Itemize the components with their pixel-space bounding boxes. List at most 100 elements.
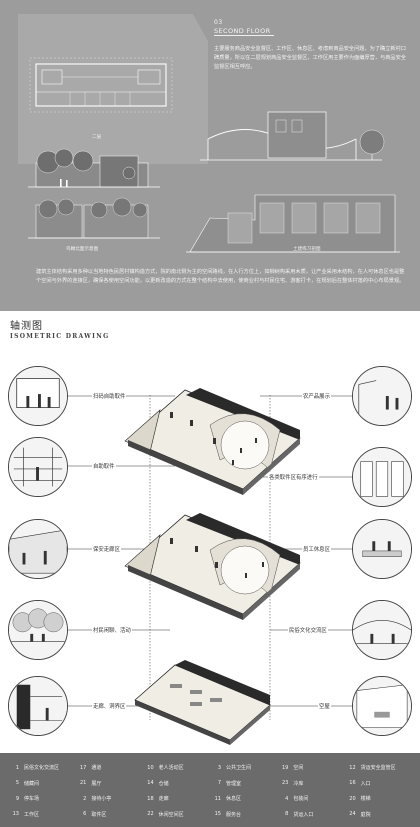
tag-produce-display: 农产品展示 [302,392,331,400]
iso-subtitle: ISOMETRIC DRAWING [10,333,110,340]
iso-title: 轴测图 [10,321,43,332]
legend-item-number: 10 [147,764,154,771]
front-elevation [28,148,160,188]
section-label: 土建练习剖面 [293,247,321,252]
floor-description: 主要服务商品安全监督区、工作区、休息区、考虑到商品安全问题，为了确立新村口碑质量… [214,46,406,70]
panel-highlight [18,14,208,164]
legend-item-label: 休闲空间区 [158,811,184,818]
second-floor-plan [29,57,173,113]
legend-item-number: 6 [83,811,87,818]
legend-item-label: 接待小亭 [91,796,112,803]
architectural-drawings [28,57,400,253]
front-elevation-label: 鸟瞰北面示意图 [66,247,99,252]
tag-scan-pickup: 扫码自助取件 [92,392,127,400]
tag-villager-chat: 村民闲聊、活动 [92,626,132,634]
legend-item: 21 展厅 [75,777,142,791]
legend-item-number: 15 [214,811,221,818]
legend-item-label: 停车场 [24,796,40,803]
legend-item: 15 服务台 [210,808,277,822]
legend-item-label: 包装间 [293,796,309,803]
legend-item-number: 3 [217,764,221,771]
legend-item-label: 民俗文化交流区 [24,765,60,772]
legend-item: 23 冷库 [277,777,344,791]
tag-ordered-pickup: 各类取件区有序进行 [268,473,319,481]
vignette-villager-activity [8,600,68,660]
vignette-scan-pickup [8,366,68,426]
legend-item-number: 16 [349,780,356,787]
legend-item: 7 管理室 [210,777,277,791]
legend-item: 4 包装间 [277,792,344,806]
legend-item-number: 21 [79,780,87,787]
vignette-empty-room [352,676,412,736]
legend-item-number: 7 [217,780,221,787]
tag-security-corridor: 保安走廊区 [92,545,121,553]
legend-item-number: 5 [15,780,19,787]
legend-item-label: 服务台 [226,811,242,818]
legend-item-label: 空间 [293,765,304,772]
middle-level-isometric [124,513,301,620]
tag-folk-culture: 民俗文化交流区 [288,626,328,634]
vignette-corridor-boundary [8,676,68,736]
legend-item-number: 2 [83,795,87,802]
legend-item-number: 14 [147,780,154,787]
legend-item-label: 休息区 [226,796,242,803]
legend-item-number: 13 [12,811,19,818]
legend-item: 14 仓储 [143,777,210,791]
project-note: 建筑主体结构采用多种以当地特色民居村镇构造方式，院的南北侧为主的空间路线，在人行… [36,269,405,284]
vignette-security-corridor [8,519,68,579]
long-elevation [186,194,400,253]
legend-item-label: 管理室 [226,780,242,787]
legend-item: 20 楼梯 [345,792,412,806]
legend-item-number: 24 [349,811,356,818]
legend-item: 22 休闲空间区 [143,808,210,822]
tag-empty-room: 空屋 [318,702,331,710]
legend-item-label: 储藏间 [24,780,40,787]
legend-item-label: 公共卫生间 [226,765,252,772]
legend-item-number: 19 [281,764,289,771]
legend-item: 17 通道 [75,761,142,775]
legend-item-number: 20 [349,795,356,802]
building-section [200,111,385,161]
legend-item-number: 18 [147,795,154,802]
vignette-folk-culture [352,600,412,660]
legend-item-label: 冷库 [293,780,304,787]
legend-item-label: 老人活动区 [158,765,184,772]
legend-item-number: 12 [349,764,356,771]
legend-item-label: 楼梯 [360,796,371,803]
legend-item-number: 22 [147,811,154,818]
legend-item-number: 23 [281,780,289,787]
legend-item: 3 公共卫生间 [210,761,277,775]
vignette-self-pickup [8,437,68,497]
tag-corridor-boundary: 走廊、洞界区 [92,702,127,710]
legend-item-label: 仓储 [158,780,169,787]
legend-item-label: 通道 [91,765,102,772]
legend-item-label: 展厅 [91,780,102,787]
upper-level-isometric [124,388,301,495]
title-underline [214,35,274,36]
legend-item: 5 储藏间 [8,777,75,791]
floor-title: SECOND FLOOR [214,27,271,35]
legend-item-label: 走廊 [158,796,169,803]
vignette-produce-display [352,366,412,426]
legend-item: 13 工作区 [8,808,75,822]
legend-item: 10 老人活动区 [143,761,210,775]
legend-item-number: 11 [214,795,221,802]
tag-self-pickup: 自助取件 [92,462,116,470]
floor-number: 03 [214,19,223,26]
rear-elevation [28,197,160,239]
vignette-staff-rest [352,519,412,579]
tag-staff-rest: 员工休息区 [302,545,331,553]
legend-item-number: 17 [79,764,87,771]
legend-item: 19 空间 [277,761,344,775]
legend-item-label: 工作区 [24,811,40,818]
legend-item-number: 4 [285,795,289,802]
legend-item: 11 休息区 [210,792,277,806]
